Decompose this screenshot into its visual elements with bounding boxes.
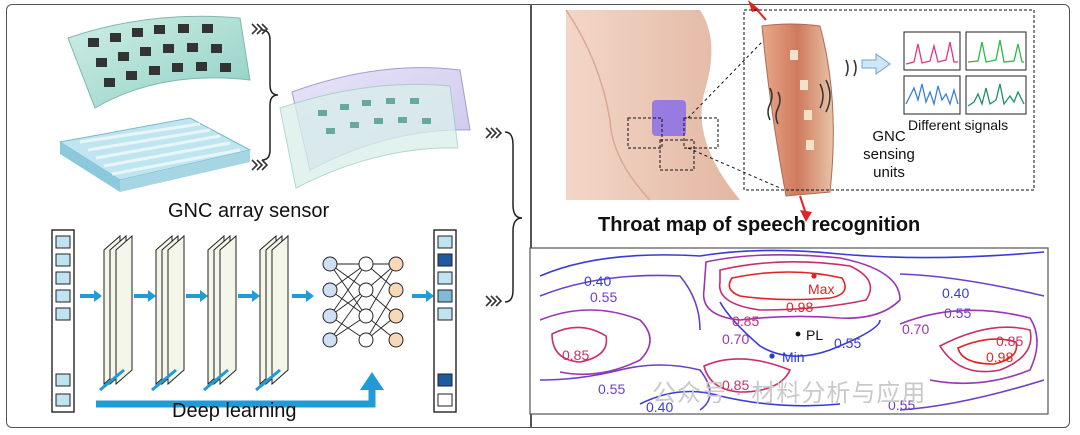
panel-divider <box>530 4 532 428</box>
zoom-frame <box>743 9 1035 191</box>
brace-right <box>504 131 523 303</box>
conv-layer-stack <box>103 234 289 386</box>
level-label: 0.55 <box>598 381 625 397</box>
throat-map-title: Throat map of speech recognition <box>598 214 921 236</box>
feedback-arrow <box>96 388 376 408</box>
level-label: 0.55 <box>944 305 971 321</box>
sensor-caption: GNC array sensor <box>168 200 330 222</box>
max-point <box>811 273 817 279</box>
pl-point <box>795 331 801 337</box>
level-label: 0.55 <box>590 289 617 305</box>
layered-film <box>279 67 471 189</box>
deep-learning-caption: Deep learning <box>172 400 297 422</box>
level-label: 0.40 <box>942 285 969 301</box>
level-label: 0.40 <box>584 273 611 289</box>
gnc-units-caption: GNC sensing units <box>863 128 915 181</box>
deep-learning-network <box>51 229 457 413</box>
min-label: Min <box>782 349 805 365</box>
level-label: 0.98 <box>786 299 813 315</box>
level-label: 0.55 <box>888 397 915 413</box>
arrow-icon <box>80 290 434 392</box>
level-label: 0.70 <box>902 321 929 337</box>
level-label: 0.85 <box>562 347 589 363</box>
sensor-patch <box>652 100 686 136</box>
sensor-chip-sheet <box>67 15 251 109</box>
level-label: 0.55 <box>834 335 861 351</box>
level-label: 0.85 <box>996 333 1023 349</box>
level-label: 0.85 <box>732 313 759 329</box>
min-point <box>769 353 775 359</box>
fully-connected-layers <box>322 256 404 348</box>
max-label: Max <box>808 281 834 297</box>
contour-map: 0.40 0.55 0.40 0.55 0.70 0.70 0.85 0.85 … <box>529 247 1049 415</box>
signal-panels <box>903 31 1027 115</box>
brace-left-top <box>261 29 279 161</box>
figure-frame <box>6 4 1070 428</box>
pl-label: PL <box>806 327 823 343</box>
watermark: 公众号 · 材料分析与应用 <box>652 380 927 407</box>
tissue-cross-section <box>743 0 1035 222</box>
signals-caption: Different signals <box>908 117 1009 133</box>
electrode-layer <box>58 117 252 192</box>
level-label: 0.70 <box>722 331 749 347</box>
neck-illustration <box>565 9 781 201</box>
level-label: 0.40 <box>646 399 673 415</box>
level-label: 0.98 <box>986 349 1013 365</box>
chevron-icon <box>251 23 503 307</box>
level-label: 0.85 <box>722 377 749 393</box>
